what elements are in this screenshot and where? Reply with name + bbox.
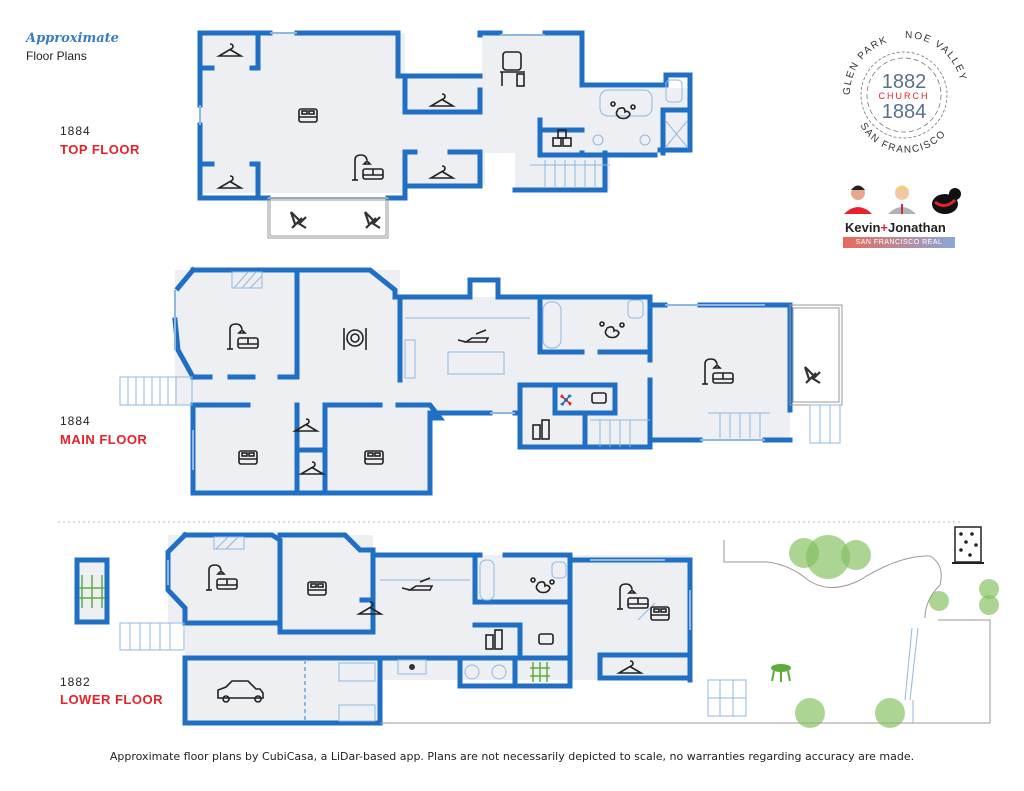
brand-name-jonathan: Jonathan bbox=[888, 220, 946, 235]
brand-name: Kevin+Jonathan bbox=[845, 217, 946, 236]
title-approximate: Approximate bbox=[26, 31, 119, 46]
top-floor-plan bbox=[197, 30, 693, 239]
lower-floor-plan bbox=[74, 526, 999, 728]
brand-plus: + bbox=[880, 220, 888, 235]
main-floor-year: 1884 bbox=[60, 414, 91, 428]
top-floor-year: 1884 bbox=[60, 124, 91, 138]
lower-floor-year: 1882 bbox=[60, 675, 91, 689]
footer-disclaimer: Approximate floor plans by CubiCasa, a L… bbox=[109, 750, 915, 763]
avatar-jonathan bbox=[888, 185, 916, 214]
avatar-dog bbox=[932, 188, 961, 214]
main-floor-label: MAIN FLOOR bbox=[60, 432, 148, 447]
logo-church: CHURCH bbox=[879, 91, 930, 101]
avatar-kevin bbox=[844, 185, 872, 214]
main-floor-plan bbox=[119, 266, 843, 496]
logo-text-layer: GLEN PARK NOE VALLEY SAN FRANCISCO 1882 … bbox=[842, 30, 967, 156]
logo-arc-san-francisco: SAN FRANCISCO bbox=[858, 121, 949, 156]
logo-year-1882: 1882 bbox=[882, 71, 927, 93]
logo-year-1884: 1884 bbox=[882, 101, 927, 123]
church-logo bbox=[860, 51, 948, 139]
brand-name-kevin: Kevin bbox=[845, 220, 881, 235]
top-floor-label: TOP FLOOR bbox=[60, 142, 140, 157]
title-floor-plans: Floor Plans bbox=[26, 49, 87, 63]
agent-avatars bbox=[844, 185, 961, 214]
lower-floor-label: LOWER FLOOR bbox=[60, 692, 163, 707]
brand-tagline: SAN FRANCISCO REAL ESTATE bbox=[843, 237, 955, 257]
